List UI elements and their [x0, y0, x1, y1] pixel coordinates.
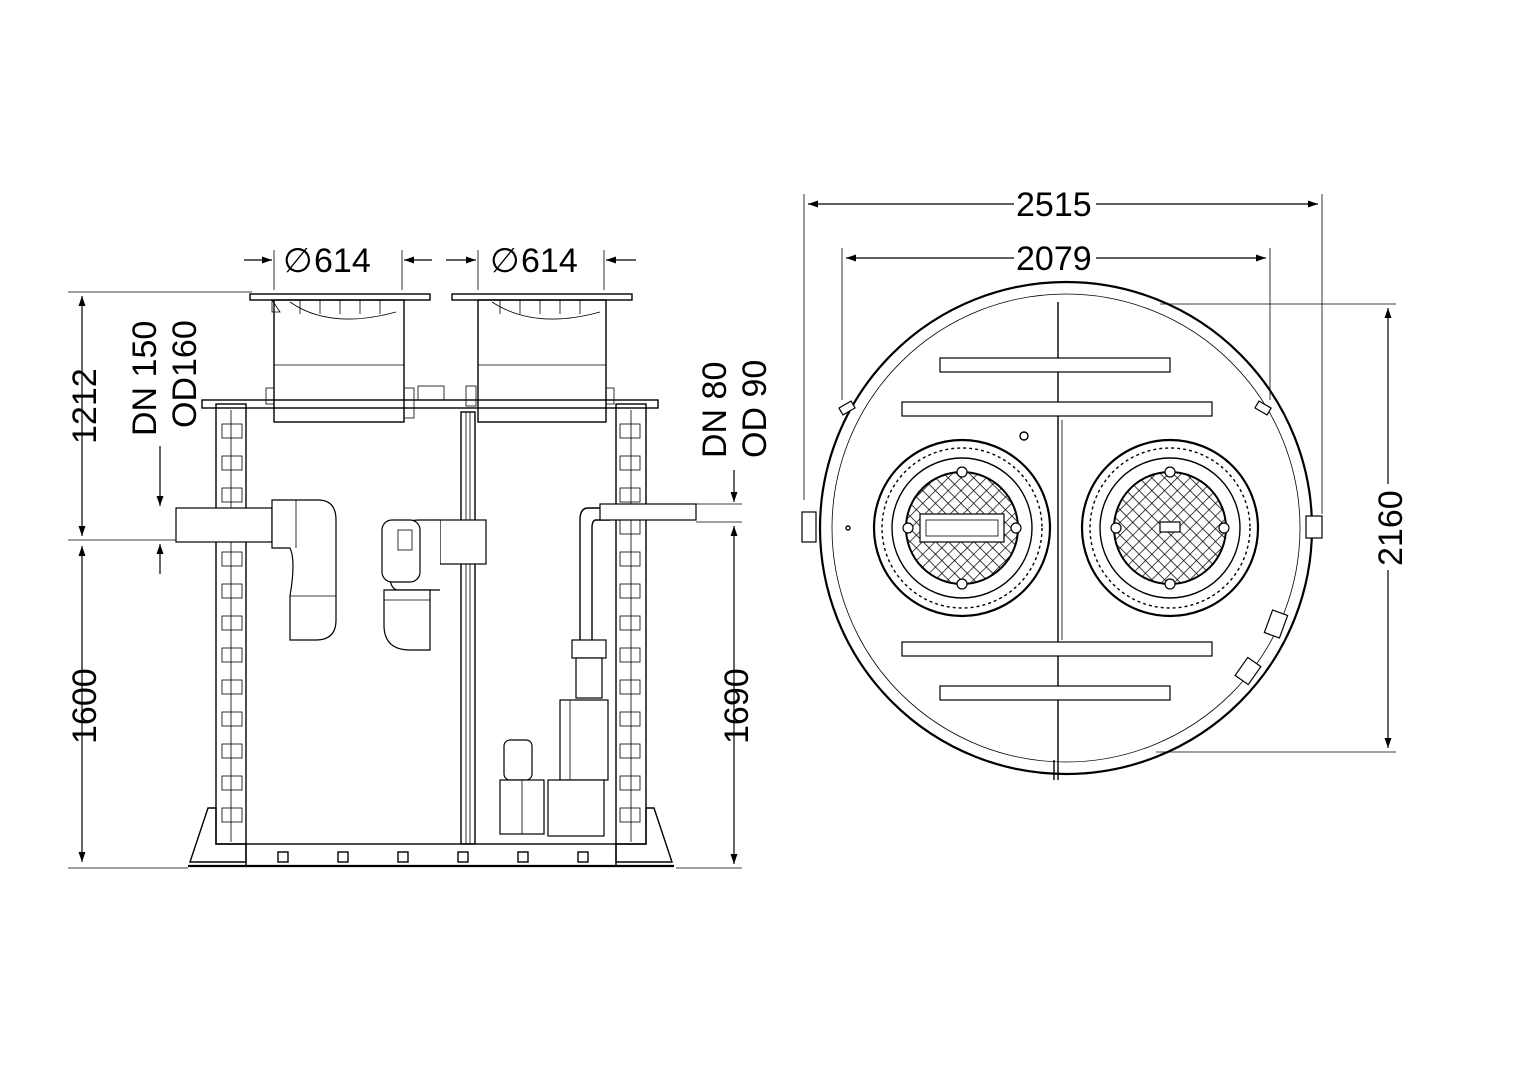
inlet-od-label: OD160 — [166, 320, 204, 428]
riser-right — [417, 293, 633, 423]
depth-label: 2160 — [1372, 490, 1410, 566]
inner-width-label: 2079 — [1016, 240, 1092, 278]
outlet-height-label: 1690 — [718, 668, 756, 744]
pump-assembly — [499, 503, 697, 837]
outlet-dn-label: DN 80 — [696, 362, 734, 458]
side-view: ∅ 614 ∅ 614 1212 1600 DN 150 OD160 DN 80… — [66, 242, 774, 869]
bottom-studs — [277, 851, 589, 863]
perimeter-lugs — [838, 400, 1289, 686]
wall-ribs-left — [221, 423, 243, 823]
side-dimensions — [68, 250, 742, 869]
cover-right-diameter: 614 — [521, 242, 578, 280]
top-view: 2515 2079 2160 — [801, 186, 1410, 780]
inlet-pipe — [175, 499, 337, 641]
cover-right-diameter-symbol: ∅ — [490, 242, 520, 280]
tank-walls — [188, 399, 674, 868]
wall-ribs-right — [619, 423, 641, 823]
overall-width-label: 2515 — [1016, 186, 1092, 224]
partition-wall — [460, 411, 476, 845]
height-upper-label: 1212 — [66, 368, 104, 444]
height-lower-label: 1600 — [66, 668, 104, 744]
cover-left-diameter-symbol: ∅ — [283, 242, 313, 280]
manhole-cover-left — [872, 438, 1052, 618]
riser-left — [249, 293, 431, 423]
outlet-od-label: OD 90 — [736, 360, 774, 458]
manhole-cover-right — [1080, 438, 1260, 618]
cover-left-diameter: 614 — [314, 242, 371, 280]
inlet-dn-label: DN 150 — [126, 321, 164, 436]
transfer-pipe — [381, 519, 487, 651]
